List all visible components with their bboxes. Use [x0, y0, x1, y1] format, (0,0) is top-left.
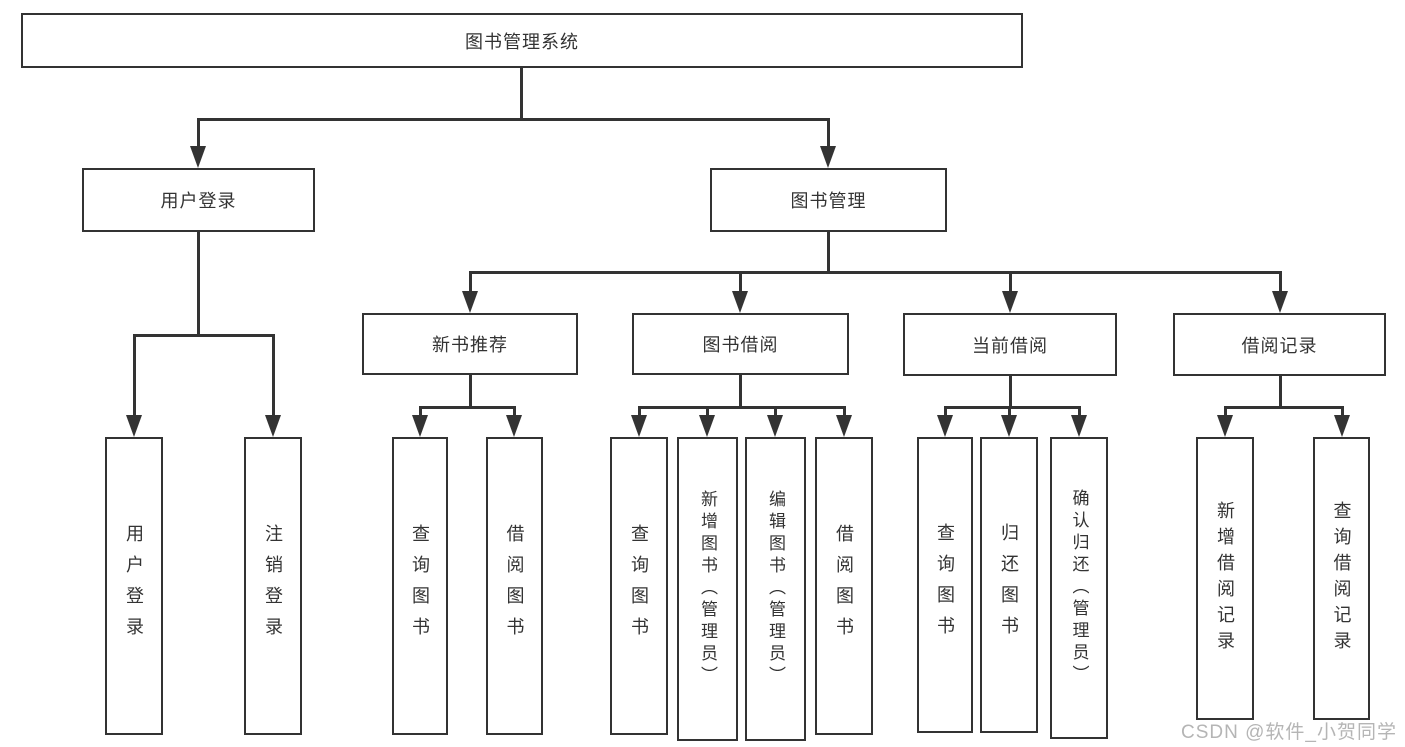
connector-drop: [843, 406, 846, 417]
connector-bookmgmt-rail: [469, 271, 1282, 274]
connector-currentborrow-rail: [944, 406, 1081, 409]
connector-newbookrec-stem: [469, 375, 472, 408]
connector-newbookrec-rail: [419, 406, 516, 409]
node-leaf-add-book-admin: 新增图书（管理员）: [677, 437, 738, 741]
connector-drop: [706, 406, 709, 417]
connector-bookborrow-rail: [638, 406, 846, 409]
connector-drop: [513, 406, 516, 417]
connector-currentborrow-stem: [1009, 376, 1012, 408]
arrowhead: [506, 415, 522, 437]
node-new-book-recommendation: 新书推荐: [362, 313, 578, 375]
connector-bookmgmt-stem: [827, 232, 830, 274]
node-leaf-confirm-return-admin: 确认归还（管理员）: [1050, 437, 1108, 739]
connector-root-rail: [197, 118, 830, 121]
arrowhead-current-borrow: [1002, 291, 1018, 313]
arrowhead: [412, 415, 428, 437]
arrowhead: [1001, 415, 1017, 437]
node-leaf-edit-book-admin: 编辑图书（管理员）: [745, 437, 806, 741]
csdn-watermark: CSDN @软件_小贺同学: [1181, 722, 1397, 743]
node-borrowing-records: 借阅记录: [1173, 313, 1386, 376]
arrowhead: [767, 415, 783, 437]
node-leaf-user-login: 用户登录: [105, 437, 163, 735]
arrowhead: [1071, 415, 1087, 437]
node-leaf-return-book: 归还图书: [980, 437, 1038, 733]
connector-borrowrecords-rail: [1224, 406, 1343, 409]
connector-drop-book-mgmt: [827, 118, 830, 148]
node-leaf-query-books-1: 查询图书: [392, 437, 448, 735]
node-leaf-query-books-3: 查询图书: [917, 437, 973, 733]
connector-borrowrecords-stem: [1279, 376, 1282, 408]
connector-drop-user-login: [197, 118, 200, 148]
arrowhead: [1334, 415, 1350, 437]
arrowhead-book-mgmt: [820, 146, 836, 168]
arrowhead-leaf-user-login: [126, 415, 142, 437]
connector-drop: [1008, 406, 1011, 417]
connector-drop-borrow-records: [1279, 271, 1282, 293]
connector-drop: [774, 406, 777, 417]
connector-drop-current-borrow: [1009, 271, 1012, 293]
connector-drop: [419, 406, 422, 417]
connector-bookborrow-stem: [739, 375, 742, 408]
node-library-management-system: 图书管理系统: [21, 13, 1023, 68]
arrowhead-book-borrow: [732, 291, 748, 313]
node-leaf-borrow-books-2: 借阅图书: [815, 437, 873, 735]
arrowhead-borrow-records: [1272, 291, 1288, 313]
connector-userlogin-rail: [133, 334, 275, 337]
connector-drop: [638, 406, 641, 417]
arrowhead-new-book-rec: [462, 291, 478, 313]
node-leaf-logout: 注销登录: [244, 437, 302, 735]
node-leaf-add-borrow-record: 新增借阅记录: [1196, 437, 1254, 720]
node-user-login: 用户登录: [82, 168, 315, 232]
arrowhead: [631, 415, 647, 437]
connector-drop: [1078, 406, 1081, 417]
connector-userlogin-stem: [197, 232, 200, 337]
node-leaf-borrow-books-1: 借阅图书: [486, 437, 543, 735]
arrowhead: [937, 415, 953, 437]
arrowhead: [836, 415, 852, 437]
connector-drop: [944, 406, 947, 417]
connector-drop: [1341, 406, 1344, 417]
connector-drop-leaf-logout: [272, 334, 275, 417]
arrowhead-leaf-logout: [265, 415, 281, 437]
connector-drop-new-book-rec: [469, 271, 472, 293]
node-leaf-query-books-2: 查询图书: [610, 437, 668, 735]
connector-drop-leaf-user-login: [133, 334, 136, 417]
node-book-management: 图书管理: [710, 168, 947, 232]
node-book-borrowing: 图书借阅: [632, 313, 849, 375]
node-leaf-query-borrow-record: 查询借阅记录: [1313, 437, 1370, 720]
connector-root-stem: [520, 68, 523, 121]
node-current-borrowing: 当前借阅: [903, 313, 1117, 376]
arrowhead: [699, 415, 715, 437]
connector-drop-book-borrow: [739, 271, 742, 293]
arrowhead: [1217, 415, 1233, 437]
arrowhead-user-login: [190, 146, 206, 168]
connector-drop: [1224, 406, 1227, 417]
